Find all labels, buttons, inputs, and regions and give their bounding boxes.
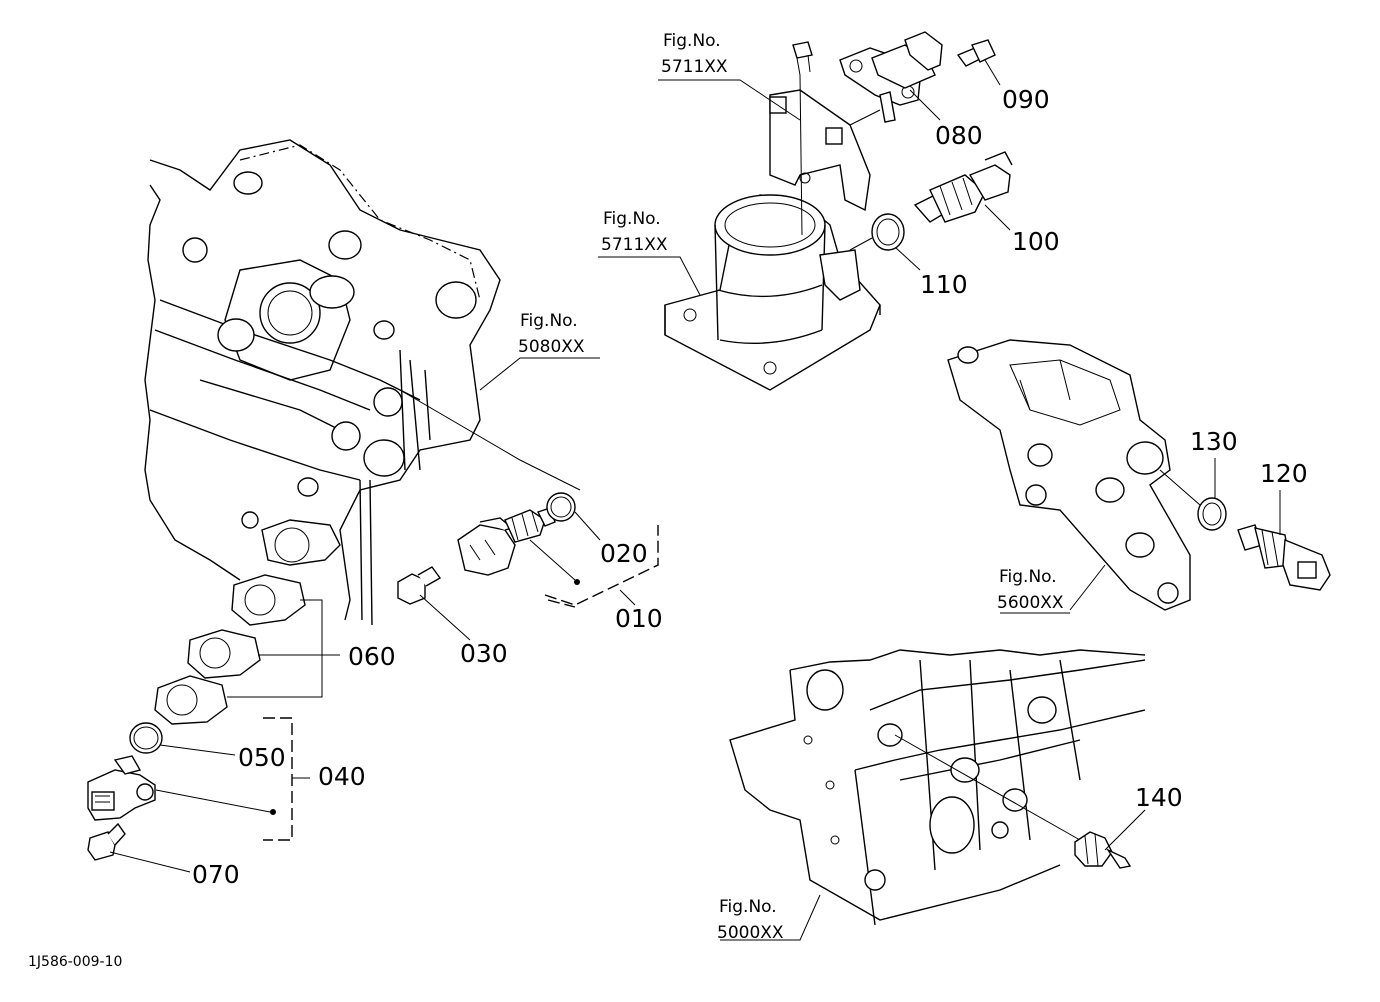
oil-switch-140 <box>894 734 1146 869</box>
gaskets-060 <box>154 519 341 725</box>
fig-5000-number: 5000XX <box>717 923 784 943</box>
callout-120: 120 <box>1260 459 1308 488</box>
sensor-100 <box>849 151 1013 271</box>
sensor-040 <box>87 717 310 841</box>
callout-010: 010 <box>615 604 663 633</box>
callout-040: 040 <box>318 762 366 791</box>
fig-5711-top-number: 5711XX <box>661 57 728 77</box>
water-flange <box>947 339 1201 614</box>
callout-060: 060 <box>348 642 396 671</box>
sensor-120 <box>1197 458 1331 591</box>
engine-housing-left <box>144 139 600 626</box>
drawing-code: 1J586-009-10 <box>28 954 122 970</box>
fig-5711-mid-label: Fig.No. <box>603 209 661 229</box>
sensor-080 <box>839 31 943 123</box>
leader-5080-line <box>399 389 581 491</box>
callout-080: 080 <box>935 121 983 150</box>
callout-070: 070 <box>192 860 240 889</box>
callout-130: 130 <box>1190 427 1238 456</box>
fig-5080-number: 5080XX <box>518 337 585 357</box>
fig-5711-top-label: Fig.No. <box>663 31 721 51</box>
callout-020: 020 <box>600 539 648 568</box>
sensor-010 <box>397 492 659 641</box>
callout-140: 140 <box>1135 783 1183 812</box>
fig-5000-label: Fig.No. <box>719 897 777 917</box>
fig-5600-number: 5600XX <box>997 593 1064 613</box>
callout-100: 100 <box>1012 227 1060 256</box>
callout-090: 090 <box>1002 85 1050 114</box>
callout-030: 030 <box>460 639 508 668</box>
bolt-070 <box>87 822 191 873</box>
o-ring-050 <box>129 722 236 756</box>
thermostat-housing <box>598 41 881 391</box>
fig-5711-mid-number: 5711XX <box>601 235 668 255</box>
bolt-090 <box>956 39 1001 86</box>
fig-5080-label: Fig.No. <box>520 311 578 331</box>
engine-block <box>720 649 1146 941</box>
fig-5600-label: Fig.No. <box>999 567 1057 587</box>
callout-110: 110 <box>920 270 968 299</box>
callout-050: 050 <box>238 743 286 772</box>
